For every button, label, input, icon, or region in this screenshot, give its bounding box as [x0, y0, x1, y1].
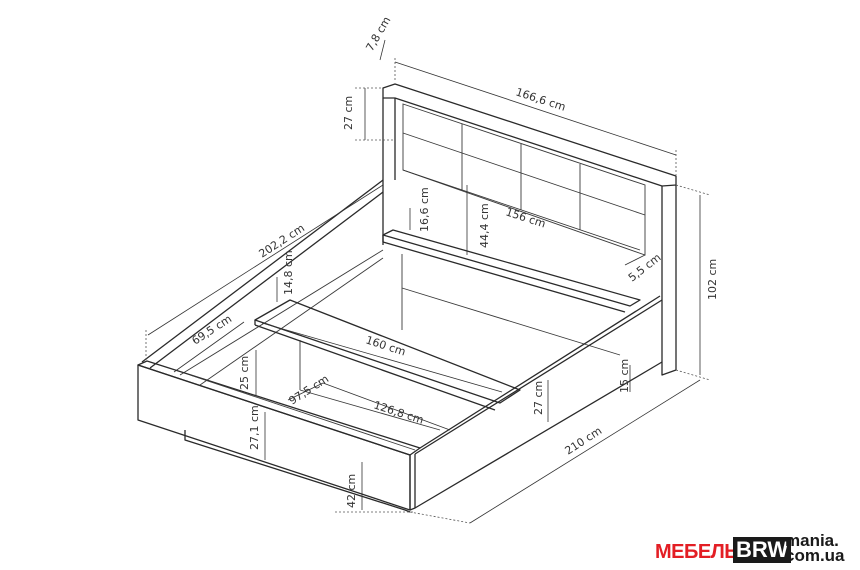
dim-overall-width: 166,6 cm — [514, 85, 567, 113]
dimension-lines — [145, 39, 711, 524]
dim-floor-to-top: 42 cm — [345, 474, 358, 508]
logo-mania: mania. — [785, 531, 839, 550]
dimension-labels: 7,8 cm 166,6 cm 27 cm 16,6 cm 44,4 cm 15… — [190, 14, 719, 508]
dim-post-clearance: 15 cm — [618, 359, 631, 393]
dim-storage-width: 126,8 cm — [372, 398, 425, 426]
slat — [254, 299, 521, 431]
dim-panel-width: 156 cm — [504, 205, 547, 230]
brand-logo: МЕБЕЛЬ BRW mania.com.ua — [655, 520, 855, 568]
logo-text-brw: BRW — [733, 537, 792, 563]
dim-panel-height: 16,6 cm — [418, 187, 431, 232]
dim-shelf-depth: 5,5 cm — [626, 251, 664, 284]
dim-side-height: 27 cm — [532, 381, 545, 415]
dim-panel-to-shelf: 44,4 cm — [478, 203, 491, 248]
footboard — [137, 295, 663, 513]
logo-text-domain: mania.com.ua — [785, 531, 845, 565]
dim-headboard-top: 27 cm — [342, 96, 355, 130]
dim-front-height: 27,1 cm — [248, 405, 261, 450]
dim-storage-depth: 97,5 cm — [287, 372, 332, 407]
logo-comua: com.ua — [785, 546, 845, 565]
dim-total-height: 102 cm — [706, 259, 719, 300]
dim-rail-height: 14,8 cm — [282, 250, 295, 295]
left-rail — [141, 179, 384, 386]
dim-rail-drop: 25 cm — [238, 356, 251, 390]
dim-headboard-depth: 7,8 cm — [363, 14, 393, 53]
dim-front-to-slat: 69,5 cm — [190, 312, 235, 347]
back-rail — [382, 229, 641, 356]
logo-text-mebel: МЕБЕЛЬ — [655, 541, 739, 563]
